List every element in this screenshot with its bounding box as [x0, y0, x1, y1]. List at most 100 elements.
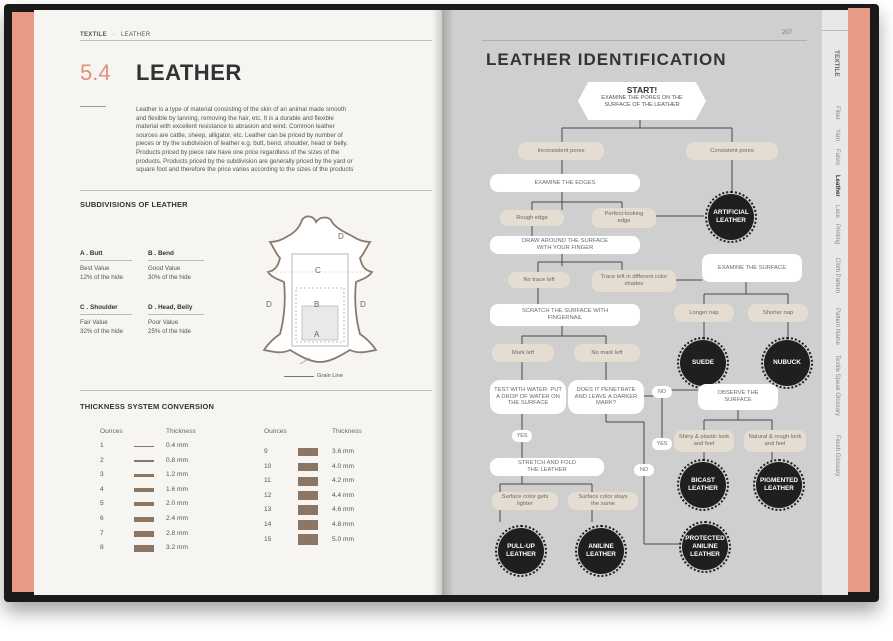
- shorter-nap: Shorter nap: [748, 304, 808, 322]
- yes-label-1: YES: [512, 430, 532, 442]
- left-page: TEXTILE · LEATHER 5.4 LEATHER Leather is…: [34, 10, 442, 595]
- col-thickness-right: Thickness: [332, 428, 362, 435]
- aniline-leather-badge: ANILINE LEATHER: [575, 525, 627, 577]
- page-edge-right: [848, 8, 870, 592]
- thickness-bar: [298, 505, 318, 516]
- hide-label-d-left: D: [266, 300, 272, 309]
- thickness-mm: 0.4 mm: [166, 442, 188, 449]
- artificial-leather-badge: ARTIFICIAL LEATHER: [705, 191, 757, 243]
- side-index-item[interactable]: Lace: [834, 204, 840, 218]
- page-edge-left: [12, 12, 34, 592]
- start-sub: EXAMINE THE PORES ON THE SURFACE OF THE …: [601, 95, 683, 108]
- side-index-item[interactable]: Textile Speak Glossary: [834, 354, 840, 416]
- subdivision-value: Good Value: [148, 265, 181, 272]
- thickness-ounces: 5: [100, 500, 104, 508]
- section-rule-2: [80, 390, 432, 391]
- side-index-item[interactable]: Cloth Pattern: [834, 257, 840, 293]
- thickness-bar: [298, 491, 318, 501]
- thickness-bar: [298, 476, 318, 486]
- thickness-bar: [134, 502, 154, 507]
- thickness-bar: [298, 534, 318, 546]
- perfect-edge: Perfect-looking edge: [592, 208, 656, 228]
- section-rule: [80, 190, 432, 191]
- col-ounces-right: Ounces: [264, 428, 287, 435]
- subdivision-value: Fair Value: [80, 319, 108, 326]
- thickness-mm: 1.6 mm: [166, 485, 188, 493]
- side-index-item[interactable]: Leather: [834, 175, 840, 197]
- subdivision-name: C . Shoulder: [80, 304, 118, 311]
- subdivision-name: B . Bend: [148, 250, 174, 257]
- thickness-ounces: 3: [100, 471, 104, 479]
- grain-line-arrow: [284, 376, 314, 377]
- intro-line: and flexible by tanning, removing the ha…: [136, 114, 334, 122]
- pigmented-leather-badge: PIGMENTED LEATHER: [753, 459, 805, 511]
- side-index-item[interactable]: Pattern Name: [834, 307, 840, 345]
- thickness-mm: 4.2 mm: [332, 477, 354, 485]
- divider: [80, 260, 132, 261]
- test-water: TEST WITH WATER: PUT A DROP OF WATER ON …: [490, 380, 566, 414]
- subdivision-value: Poor Value: [148, 319, 179, 326]
- subdivision-head-belly: D . Head, Belly Poor Value 25% of the hi…: [148, 304, 212, 336]
- running-header: TEXTILE · LEATHER: [80, 32, 150, 38]
- col-thickness-left: Thickness: [166, 428, 196, 435]
- hide-label-a: A: [314, 330, 320, 339]
- shiny-plastic: Shiny & plastic look and feel: [674, 430, 734, 452]
- thickness-bar: [134, 530, 154, 537]
- thickness-ounces: 4: [100, 485, 104, 493]
- thickness-bar: [298, 448, 318, 456]
- section-title: LEATHER: [136, 60, 242, 85]
- hide-label-d-right: D: [360, 300, 366, 309]
- intro-line: sources are cattle, sheep, alligator, et…: [136, 131, 343, 139]
- side-index-item[interactable]: Finish Glossary: [834, 435, 840, 477]
- thickness-ounces: 9: [264, 448, 268, 455]
- thickness-mm: 5.0 mm: [332, 535, 354, 543]
- examine-edges: EXAMINE THE EDGES: [490, 174, 640, 192]
- thickness-mm: 4.0 mm: [332, 462, 354, 470]
- thickness-ounces: 7: [100, 529, 104, 537]
- suede-badge: SUEDE: [677, 337, 729, 389]
- side-index-item[interactable]: Yarn: [834, 129, 840, 142]
- thickness-ounces: 15: [264, 535, 272, 543]
- no-mark-left: No mark left: [574, 344, 640, 362]
- header-chapter: LEATHER: [121, 32, 151, 38]
- natural-rough: Natural & rough look and feel: [744, 430, 806, 452]
- subdivision-share: 25% of the hide: [148, 327, 192, 335]
- subdivision-share: 30% of the hide: [148, 273, 192, 281]
- title-rule: [80, 106, 106, 107]
- no-trace-left: No trace left: [508, 272, 570, 288]
- no-label-1: NO: [652, 386, 672, 398]
- thickness-bar: [298, 462, 318, 471]
- thickness-bar: [134, 473, 154, 477]
- rough-edge: Rough edge: [500, 210, 564, 226]
- thickness-mm: 4.6 mm: [332, 506, 354, 514]
- no-label-2: NO: [634, 464, 654, 476]
- grain-line-label: Grain Line: [317, 373, 343, 379]
- thickness-ounces: 10: [264, 462, 272, 470]
- trace-left: Trace left in different color shades: [592, 270, 676, 292]
- observe-surface: OBSERVE THE SURFACE: [698, 384, 778, 410]
- intro-line: products. Products priced by the subdivi…: [136, 157, 353, 165]
- thickness-bar: [134, 544, 154, 552]
- side-tab-textile: TEXTILE: [833, 50, 840, 77]
- intro-paragraph: Leather is a type of material consisting…: [136, 106, 426, 175]
- subdivision-name: D . Head, Belly: [148, 304, 193, 311]
- thickness-mm: 4.4 mm: [332, 491, 354, 499]
- header-section: TEXTILE: [80, 32, 107, 38]
- thickness-bar: [134, 445, 154, 447]
- thickness-mm: 4.8 mm: [332, 521, 354, 528]
- thickness-mm: 3.6 mm: [332, 448, 354, 455]
- side-index-item[interactable]: Fabric: [834, 148, 840, 166]
- col-ounces-left: Ounces: [100, 428, 123, 435]
- thickness-bar: [298, 520, 318, 530]
- thickness-ounces: 2: [100, 456, 104, 464]
- side-index-item[interactable]: Fiber: [834, 106, 840, 120]
- divider: [148, 260, 204, 261]
- thickness-mm: 1.2 mm: [166, 471, 188, 479]
- thickness-mm: 3.2 mm: [166, 544, 188, 552]
- bicast-leather-badge: BICAST LEATHER: [677, 459, 729, 511]
- hide-label-d-top: D: [338, 232, 344, 241]
- side-index-item[interactable]: Printing: [834, 224, 840, 245]
- scratch-surface: SCRATCH THE SURFACE WITH FINGERNAIL: [490, 304, 640, 326]
- header-rule-right: [482, 40, 807, 41]
